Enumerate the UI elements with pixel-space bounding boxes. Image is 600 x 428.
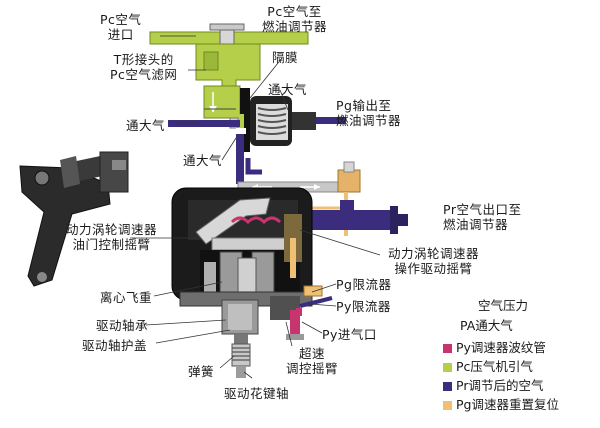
label-pr-outlet: Pr空气出口至燃油调节器: [443, 202, 521, 232]
label-vent-top: 通大气: [268, 82, 307, 97]
legend-swatch: [443, 382, 452, 391]
label-pg-limiter: Pg限流器: [336, 277, 391, 292]
legend-item: Py调速器波纹管: [443, 340, 546, 355]
legend-swatch: [443, 344, 452, 353]
label-vent-mid: 通大气: [183, 153, 222, 168]
pr-outlet: [312, 200, 408, 234]
label-spline-shaft: 驱动花键轴: [224, 386, 289, 401]
legend-label: Pg调速器重置复位: [456, 397, 559, 412]
legend-label: Py调速器波纹管: [456, 340, 546, 355]
legend-label: Pc压气机引气: [456, 359, 533, 374]
label-py-inlet: Py进气口: [322, 327, 377, 342]
label-overspeed-arm: 超速调控摇臂: [286, 346, 338, 376]
legend-item: Pg调速器重置复位: [443, 397, 559, 412]
legend-label: Pr调节后的空气: [456, 378, 543, 393]
governor-body: [172, 188, 312, 300]
label-spring: 弹簧: [188, 364, 214, 379]
label-pc-inlet: Pc空气进口: [100, 12, 141, 42]
label-vent-left: 通大气: [126, 118, 165, 133]
label-throttle-arm: 动力涡轮调速器油门控制摇臂: [66, 222, 157, 252]
legend-swatch: [443, 401, 452, 410]
legend-item: Pr调节后的空气: [443, 378, 543, 393]
legend-title: 空气压力: [478, 298, 528, 313]
legend-subtitle: PA通大气: [460, 318, 513, 333]
label-operating-arm: 动力涡轮调速器操作驱动摇臂: [388, 246, 479, 276]
label-shaft-guard: 驱动轴护盖: [82, 338, 147, 353]
label-pc-to-fuel-regulator: Pc空气至燃油调节器: [262, 4, 327, 34]
legend-item: Pc压气机引气: [443, 359, 533, 374]
label-diaphragm: 隔膜: [272, 50, 298, 65]
label-flyweight: 离心飞重: [100, 290, 152, 305]
legend-swatch: [443, 363, 452, 372]
label-pg-output: Pg输出至燃油调节器: [336, 98, 401, 128]
throttle-arm-assembly: [20, 152, 128, 286]
label-py-limiter: Py限流器: [336, 299, 391, 314]
label-drive-bearing: 驱动轴承: [96, 318, 148, 333]
